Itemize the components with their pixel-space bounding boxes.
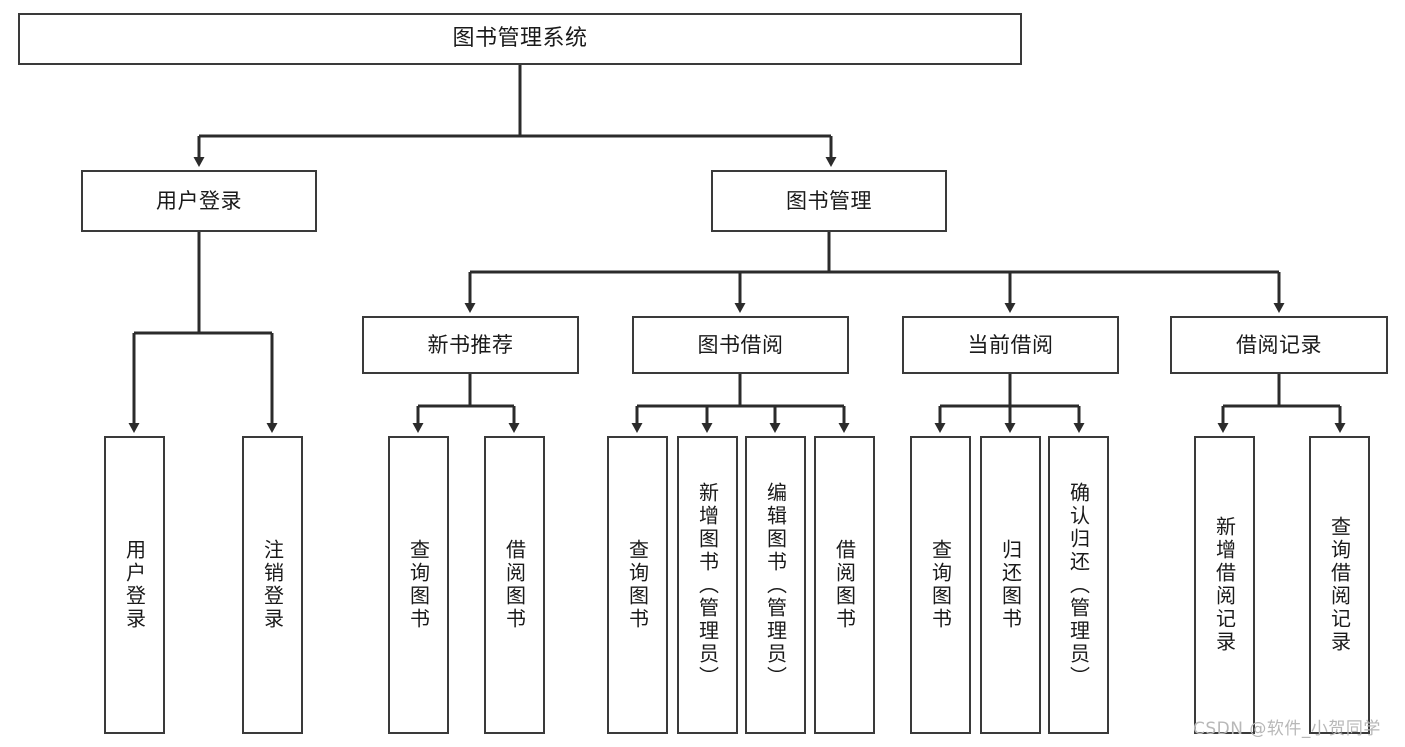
node-book-borrow-label: 图书借阅 bbox=[697, 332, 784, 357]
node-leaf-borrow-book-1-label: 借阅图书 bbox=[502, 539, 527, 631]
node-book-borrow[interactable]: 图书借阅 bbox=[632, 316, 849, 374]
node-leaf-query-record[interactable]: 查询借阅记录 bbox=[1309, 436, 1370, 734]
node-leaf-query-book-1[interactable]: 查询图书 bbox=[388, 436, 449, 734]
node-leaf-query-book-2[interactable]: 查询图书 bbox=[607, 436, 668, 734]
node-user-login-label: 用户登录 bbox=[156, 188, 242, 213]
node-new-book-recommend-label: 新书推荐 bbox=[427, 332, 514, 357]
node-leaf-borrow-book-2[interactable]: 借阅图书 bbox=[814, 436, 875, 734]
node-leaf-borrow-book-2-label: 借阅图书 bbox=[832, 539, 857, 631]
node-root-label: 图书管理系统 bbox=[452, 26, 588, 52]
node-leaf-return-book-label: 归还图书 bbox=[998, 539, 1023, 631]
node-borrow-record[interactable]: 借阅记录 bbox=[1170, 316, 1388, 374]
node-leaf-confirm-return-label: 确认归还（管理员） bbox=[1066, 481, 1091, 689]
node-leaf-edit-book-label: 编辑图书（管理员） bbox=[763, 481, 788, 689]
node-leaf-query-book-2-label: 查询图书 bbox=[625, 539, 650, 631]
node-leaf-confirm-return[interactable]: 确认归还（管理员） bbox=[1048, 436, 1109, 734]
node-current-borrow-label: 当前借阅 bbox=[967, 332, 1054, 357]
node-leaf-add-record[interactable]: 新增借阅记录 bbox=[1194, 436, 1255, 734]
node-book-manage-label: 图书管理 bbox=[786, 188, 872, 213]
node-leaf-query-book-3[interactable]: 查询图书 bbox=[910, 436, 971, 734]
node-leaf-add-book-label: 新增图书（管理员） bbox=[695, 481, 720, 689]
node-leaf-logout-login-label: 注销登录 bbox=[260, 539, 285, 631]
node-leaf-add-record-label: 新增借阅记录 bbox=[1212, 516, 1237, 654]
node-leaf-user-login-label: 用户登录 bbox=[122, 539, 147, 631]
node-borrow-record-label: 借阅记录 bbox=[1236, 332, 1322, 357]
node-leaf-return-book[interactable]: 归还图书 bbox=[980, 436, 1041, 734]
node-new-book-recommend[interactable]: 新书推荐 bbox=[362, 316, 579, 374]
node-leaf-edit-book[interactable]: 编辑图书（管理员） bbox=[745, 436, 806, 734]
node-leaf-borrow-book-1[interactable]: 借阅图书 bbox=[484, 436, 545, 734]
node-leaf-query-record-label: 查询借阅记录 bbox=[1327, 516, 1352, 654]
node-leaf-add-book[interactable]: 新增图书（管理员） bbox=[677, 436, 738, 734]
node-root[interactable]: 图书管理系统 bbox=[18, 13, 1022, 65]
node-leaf-query-book-1-label: 查询图书 bbox=[406, 539, 431, 631]
node-leaf-query-book-3-label: 查询图书 bbox=[928, 539, 953, 631]
node-leaf-logout-login[interactable]: 注销登录 bbox=[242, 436, 303, 734]
node-leaf-user-login[interactable]: 用户登录 bbox=[104, 436, 165, 734]
node-current-borrow[interactable]: 当前借阅 bbox=[902, 316, 1119, 374]
node-user-login[interactable]: 用户登录 bbox=[81, 170, 317, 232]
node-book-manage[interactable]: 图书管理 bbox=[711, 170, 947, 232]
